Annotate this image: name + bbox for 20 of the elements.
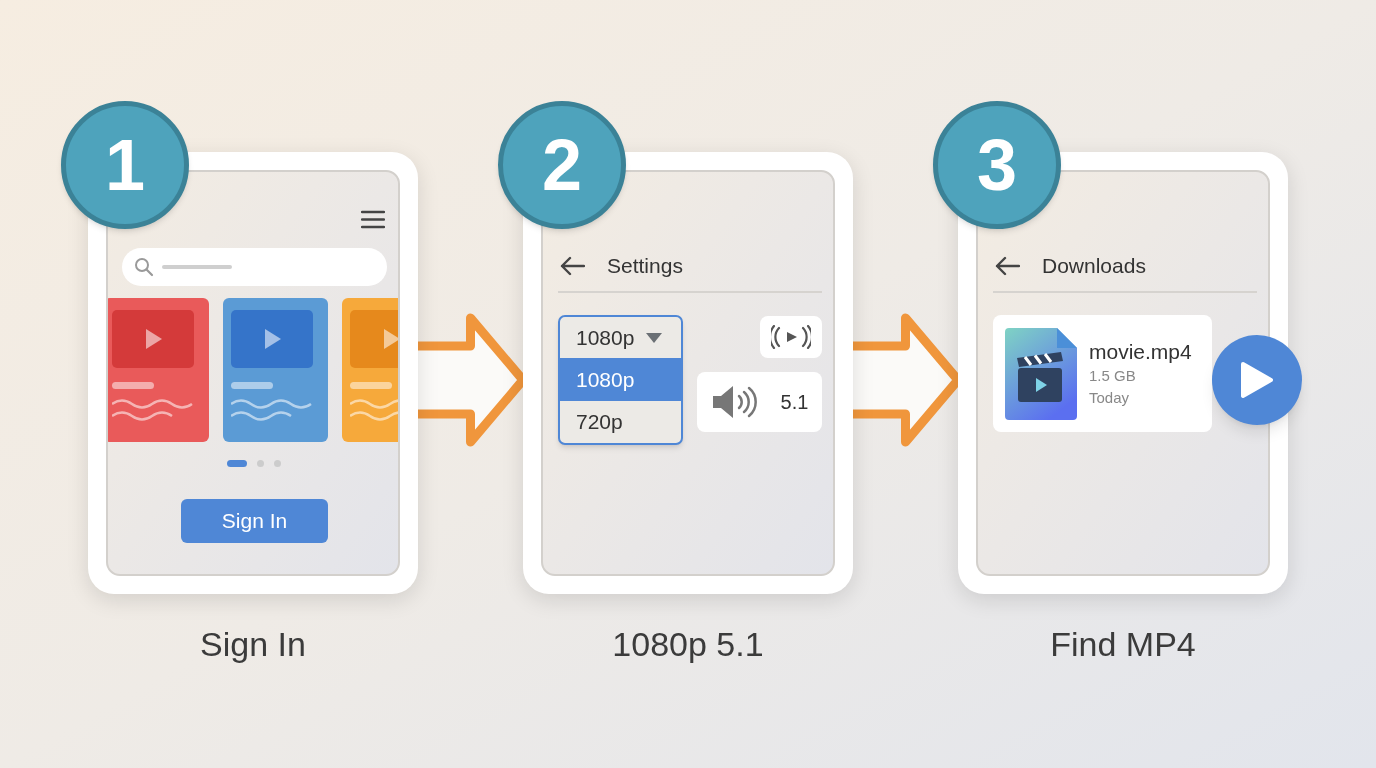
dropdown-option: 720p: [560, 401, 681, 443]
surround-sound-card: [760, 316, 822, 358]
step-number-badge: 1: [61, 101, 189, 229]
screen-title: Downloads: [1042, 253, 1146, 279]
step-number-badge: 3: [933, 101, 1061, 229]
step-caption: 1080p 5.1: [612, 624, 764, 665]
file-date: Today: [1089, 387, 1131, 408]
step-caption: Find MP4: [1050, 624, 1196, 665]
resolution-dropdown: [558, 315, 683, 445]
screen-title: Settings: [607, 253, 683, 279]
sign-in-button: Sign In: [181, 499, 328, 543]
selected-option: 1080p: [560, 358, 681, 401]
file-list-item: [993, 315, 1212, 432]
step-caption: Sign In: [200, 624, 306, 665]
audio-setting-card: [697, 372, 822, 432]
dropdown-value: 1080p: [576, 324, 635, 351]
file-name: movie.mp4: [1089, 338, 1192, 365]
audio-channels-text: 5.1: [780, 390, 809, 415]
file-size: 1.5 GB: [1089, 365, 1137, 386]
step-number-badge: 2: [498, 101, 626, 229]
